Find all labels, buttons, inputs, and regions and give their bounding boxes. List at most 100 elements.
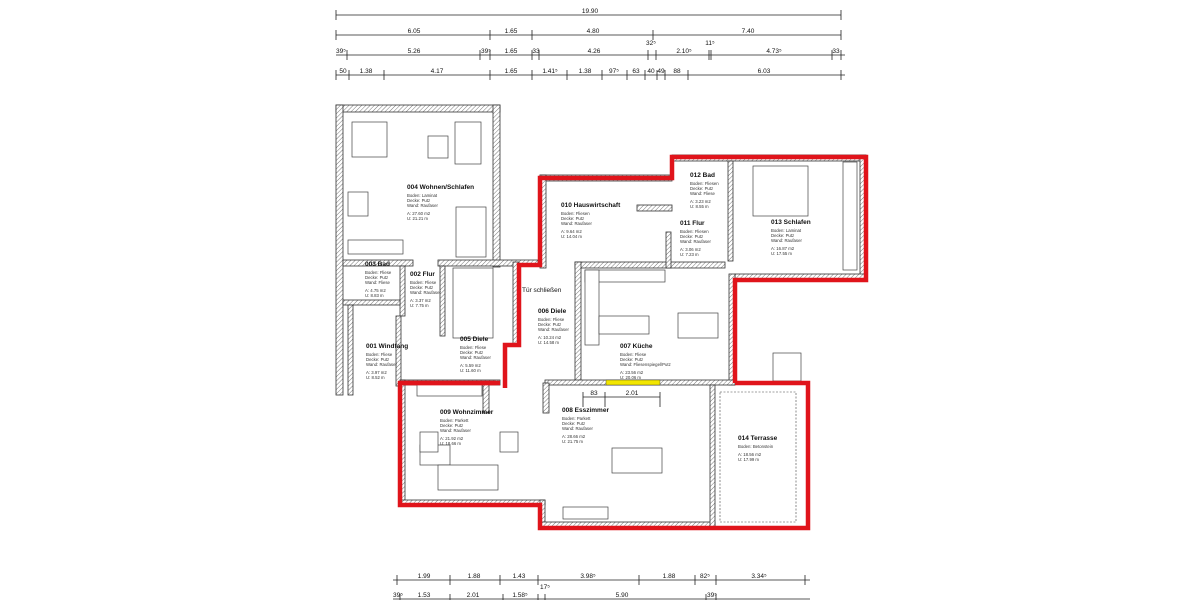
room-perimeter: U: 7.75 m bbox=[410, 303, 429, 308]
room-name: 010 Hauswirtschaft bbox=[561, 202, 621, 209]
room-perimeter: U: 11.60 m bbox=[460, 368, 481, 373]
dimension-label: 82⁵ bbox=[700, 573, 710, 580]
dimension-label: 83 bbox=[590, 390, 598, 397]
bed-icon bbox=[455, 206, 487, 258]
highlight-outline-lower bbox=[397, 380, 811, 531]
room-perimeter: U: 17.99 m bbox=[738, 457, 759, 462]
dimension-label: 4.26 bbox=[588, 48, 601, 55]
highlight-outline-upper bbox=[502, 154, 869, 388]
room-finish: Decke: Putz bbox=[561, 216, 584, 221]
room-area: A: 23.56 m2 bbox=[620, 370, 644, 375]
room-name: 013 Schlafen bbox=[771, 219, 811, 226]
room-area: A: 9.64 m2 bbox=[561, 229, 582, 234]
room-finish: Decke: Putz bbox=[538, 322, 561, 327]
room-finish: Decke: Putz bbox=[365, 275, 388, 280]
room-name: 002 Flur bbox=[410, 271, 435, 278]
room-finish: Boden: Parkett bbox=[562, 416, 591, 421]
staircase-icon bbox=[452, 267, 494, 339]
room-finish: Wand: Fliese bbox=[365, 280, 391, 285]
dimension-label: 39⁵ bbox=[707, 592, 717, 599]
room-area: A: 28.66 m2 bbox=[562, 434, 586, 439]
room-finish: Decke: Putz bbox=[562, 421, 585, 426]
room-name: 008 Esszimmer bbox=[562, 407, 609, 414]
desk-icon bbox=[351, 121, 388, 158]
room-area: A: 3.97 m2 bbox=[366, 370, 387, 375]
dimension-label: 1.38 bbox=[360, 68, 373, 75]
room-finish: Boden: Fliese bbox=[365, 270, 392, 275]
dimension-label: 1.43 bbox=[513, 573, 526, 580]
dimension-label: 1.53 bbox=[418, 592, 431, 599]
room-name: 011 Flur bbox=[680, 220, 705, 227]
room-finish: Boden: Laminat bbox=[407, 193, 438, 198]
room-finish: Wand: Raufaser bbox=[407, 203, 438, 208]
room-area: A: 3.06 m2 bbox=[680, 247, 701, 252]
room-finish: Wand: Raufaser bbox=[460, 355, 491, 360]
dimension-label: 4.73⁵ bbox=[766, 48, 782, 55]
room-finish: Boden: Fliese bbox=[410, 280, 437, 285]
room-finish: Wand: Raufaser bbox=[771, 238, 802, 243]
room-perimeter: U: 21.75 m bbox=[562, 439, 583, 444]
dimension-label: 97⁵ bbox=[609, 68, 619, 75]
room-name: 003 Bad bbox=[365, 261, 390, 268]
room-perimeter: U: 14.04 m bbox=[561, 234, 582, 239]
wardrobe-icon bbox=[842, 161, 858, 271]
kitchenette-icon bbox=[347, 239, 404, 255]
yellow-marker bbox=[605, 379, 661, 386]
room-finish: Boden: Fliese bbox=[620, 352, 647, 357]
room-finish: Decke: Putz bbox=[680, 234, 703, 239]
inner-dimension: 83 2.01 bbox=[582, 390, 661, 407]
dimension-label: 39⁵ bbox=[481, 48, 491, 55]
room-name: 009 Wohnzimmer bbox=[440, 409, 494, 416]
room-perimeter: U: 7.23 m bbox=[680, 252, 699, 257]
dimension-label: 1.58⁵ bbox=[512, 592, 528, 599]
room-perimeter: U: 18.66 m bbox=[440, 441, 461, 446]
dimension-label: 1.41⁵ bbox=[542, 68, 558, 75]
stove-icon bbox=[598, 315, 650, 335]
room-finish: Decke: Putz bbox=[366, 357, 389, 362]
dimension-label: 2.10⁵ bbox=[676, 48, 692, 55]
dimension-label: 39⁵ bbox=[336, 48, 346, 55]
dimension-label: 49 bbox=[657, 68, 665, 75]
terrace-area bbox=[719, 391, 797, 523]
room-finish: Decke: Putz bbox=[410, 285, 433, 290]
furniture bbox=[347, 121, 858, 523]
sideboard-icon bbox=[562, 506, 609, 520]
dimension-label: 7.40 bbox=[742, 28, 755, 35]
room-perimeter: U: 8.52 m bbox=[366, 375, 385, 380]
dimension-label: 3.34⁵ bbox=[751, 573, 767, 580]
room-name: 005 Diele bbox=[460, 336, 489, 343]
room-finish: Boden: Fliese bbox=[538, 317, 565, 322]
room-finish: Boden: Laminat bbox=[771, 228, 802, 233]
room-finish: Boden: Fliesen bbox=[690, 181, 719, 186]
room-area: A: 27.60 m2 bbox=[407, 211, 431, 216]
room-finish: Wand: Raufaser bbox=[538, 327, 569, 332]
dimension-label: 5.26 bbox=[408, 48, 421, 55]
kitchen-counter-icon bbox=[584, 269, 600, 346]
room-finish: Wand: Raufaser bbox=[410, 290, 441, 295]
dimension-label: 6.03 bbox=[758, 68, 771, 75]
dimension-label: 63 bbox=[632, 68, 640, 75]
room-area: A: 18.56 m2 bbox=[738, 452, 762, 457]
dimension-label: 2.01 bbox=[467, 592, 480, 599]
dimension-label: 32⁵ bbox=[646, 40, 656, 47]
room-perimeter: U: 8.83 m bbox=[365, 293, 384, 298]
dining-table-icon bbox=[677, 312, 719, 339]
door-note: Tür schließen bbox=[522, 287, 562, 294]
room-finish: Decke: Putz bbox=[620, 357, 643, 362]
dimension-label: 6.05 bbox=[408, 28, 421, 35]
room-finish: Decke: Putz bbox=[460, 350, 483, 355]
room-name: 014 Terrasse bbox=[738, 435, 778, 442]
room-finish: Decke: Putz bbox=[440, 423, 463, 428]
room-area: A: 5.59 m2 bbox=[460, 363, 481, 368]
room-area: A: 21.92 m2 bbox=[440, 436, 464, 441]
